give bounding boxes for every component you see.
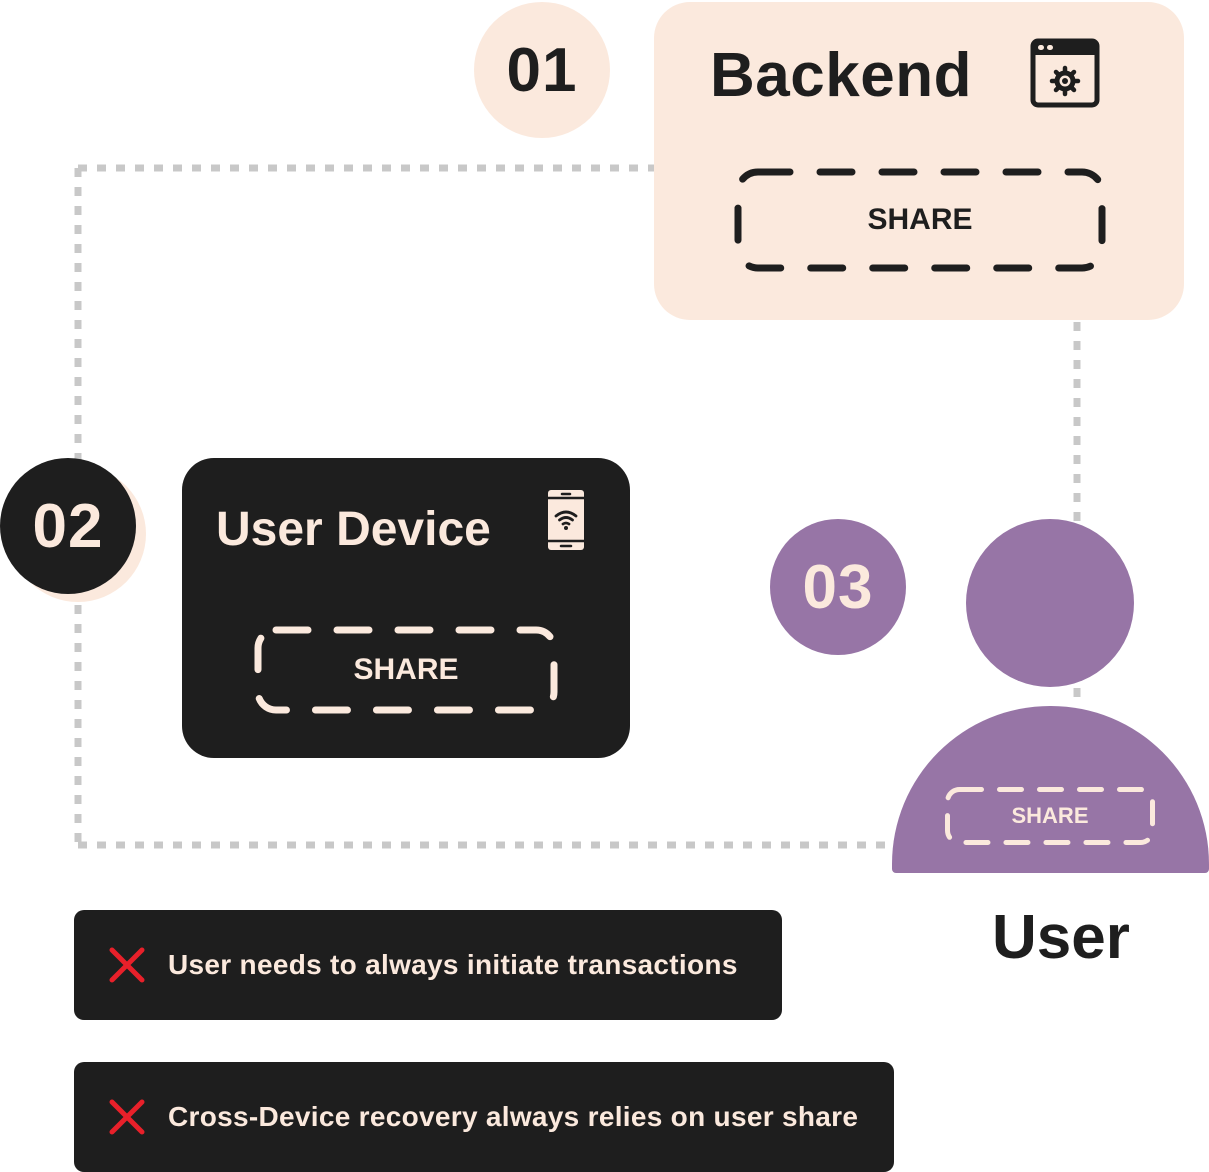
user-share-box: SHARE — [944, 786, 1156, 846]
device-share-box: SHARE — [254, 626, 558, 714]
step-number-01-text: 01 — [506, 35, 578, 105]
step-number-01: 01 — [474, 2, 610, 138]
step-number-03: 03 — [770, 519, 906, 655]
user-device-title: User Device — [216, 503, 491, 556]
drawback-item-1: User needs to always initiate transactio… — [74, 910, 782, 1020]
drawback-item-2: Cross-Device recovery always relies on u… — [74, 1062, 894, 1172]
device-share-label: SHARE — [353, 653, 459, 686]
smartphone-wifi-icon — [548, 490, 584, 550]
browser-settings-icon — [1030, 38, 1100, 108]
backend-card: Backend SHARE — [654, 2, 1184, 320]
user-head — [966, 519, 1134, 687]
step-number-02: 02 — [0, 458, 136, 594]
drawback-text-1: User needs to always initiate transactio… — [168, 949, 738, 980]
cross-icon — [109, 947, 145, 983]
step-number-02-text: 02 — [32, 491, 104, 561]
backend-title: Backend — [710, 41, 972, 110]
step-number-03-text: 03 — [802, 552, 874, 622]
backend-share-box: SHARE — [734, 168, 1106, 272]
user-device-card: User Device SHARE — [182, 458, 630, 758]
cross-icon — [109, 1099, 145, 1135]
backend-share-label: SHARE — [867, 203, 973, 236]
drawback-text-2: Cross-Device recovery always relies on u… — [168, 1101, 859, 1132]
user-label: User — [992, 903, 1130, 972]
user-share-label: SHARE — [1011, 803, 1089, 828]
